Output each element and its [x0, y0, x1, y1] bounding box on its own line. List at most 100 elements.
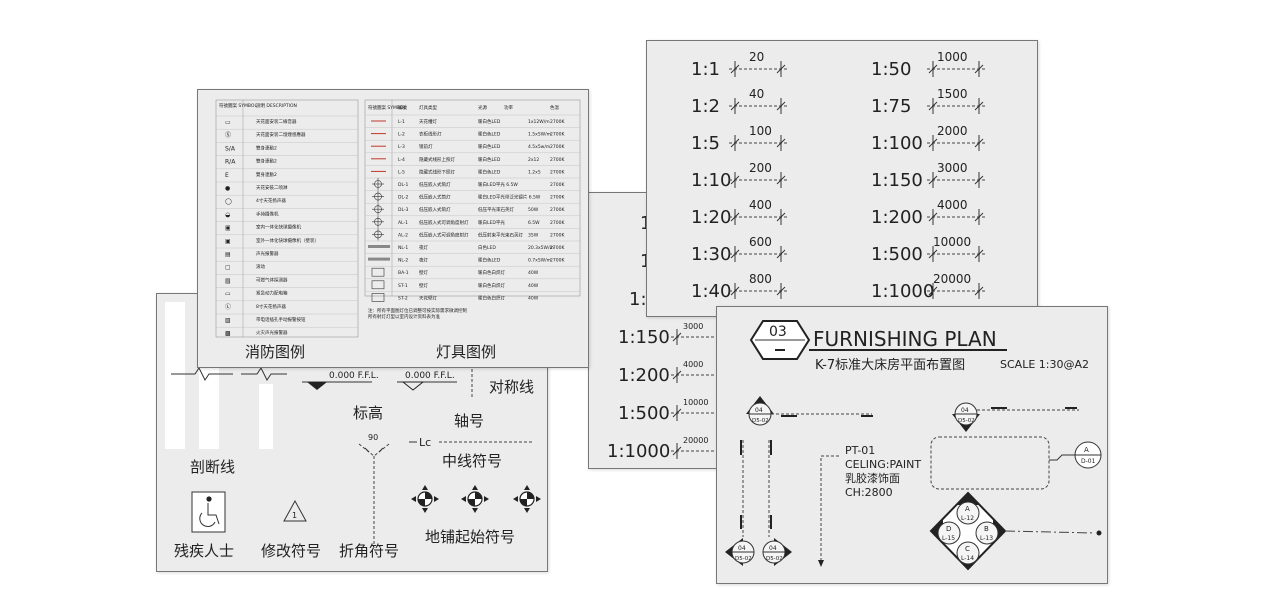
paving-start-symbols: [411, 485, 541, 513]
diamond-d: D: [946, 525, 951, 533]
symmetry-label: 对称线: [489, 378, 534, 396]
light-code: DL-2: [398, 195, 409, 201]
light-power: 40W: [528, 283, 539, 289]
fire-symbol-icon: ◯: [225, 198, 232, 205]
light-code: L-5: [398, 169, 405, 175]
fire-symbol-icon: ▨: [225, 277, 231, 284]
light-power: 4.5x5w/m: [528, 144, 550, 150]
scale-ratio: 1:150: [618, 327, 670, 348]
centerline-mark: Lc: [419, 436, 431, 449]
light-legend-title: 灯具图例: [436, 343, 496, 361]
scale-length: 20: [749, 50, 764, 64]
scale-length: 400: [749, 198, 772, 212]
scale-length: 40: [749, 87, 764, 101]
ceiling-leader: [820, 455, 839, 562]
light-type: 低压嵌入式筒灯: [419, 194, 451, 201]
fire-symbol-icon: ▩: [225, 330, 231, 337]
light-code: AL-2: [398, 232, 408, 238]
diamond-c-sub: L-14: [961, 555, 974, 562]
scale-length: 3000: [937, 161, 968, 175]
diamond-axis: [1004, 530, 1096, 534]
fire-header-symbol: 符號圖案 SYMBOL: [219, 102, 257, 109]
fire-desc: 声光报警器: [256, 250, 279, 257]
diamond-a: A: [965, 505, 970, 513]
fire-symbol-icon: ▣: [225, 238, 231, 245]
scale-ratio: 1:30: [691, 244, 731, 265]
callout-a-top: A: [1084, 446, 1089, 454]
ceiling-note-line: 乳胶漆饰面: [845, 471, 900, 485]
light-power: 40W: [528, 270, 539, 276]
fire-symbol-icon: E: [225, 172, 229, 179]
revision-triangle: [283, 499, 307, 522]
fire-desc: 可燃气体探测器: [256, 276, 288, 283]
light-header-cell: 功率: [504, 104, 513, 111]
light-note-2: 所有射灯灯型以室内设计资料表为准: [368, 313, 440, 320]
fire-symbol-icon: Ⓛ: [225, 303, 231, 311]
tag-bottom: D5-02: [766, 556, 783, 562]
light-type: 低压嵌入式可调角度射灯: [419, 231, 469, 238]
scale-length: 2000: [937, 124, 968, 138]
scale-ratio: 1:1000: [607, 441, 670, 462]
fire-symbol-icon: ◒: [225, 211, 230, 218]
light-code: L-1: [398, 119, 405, 125]
break-angle-label: 折角符号: [339, 542, 399, 560]
light-source: 暖白色LED: [478, 118, 501, 125]
drawing-number: 03: [769, 324, 787, 340]
ceiling-light-diamond: [929, 491, 1007, 571]
light-type: 低压嵌入式筒灯: [419, 181, 451, 188]
revision-mark: 1: [292, 511, 297, 520]
light-header-cell: 灯具类型: [419, 104, 437, 111]
diamond-c: C: [965, 545, 970, 553]
fire-symbol-icon: S/A: [225, 145, 236, 152]
fire-desc: 雙身連動2: [256, 144, 277, 151]
plan-scale: SCALE 1:30@A2: [1000, 358, 1089, 371]
plan-card: 03 FURNISHING PLAN K-7标准大床房平面布置图 SCALE 1…: [716, 306, 1108, 584]
fire-symbol-icon: Ⓢ: [225, 131, 231, 139]
scale-ratio: 1:2: [691, 96, 720, 117]
axis-label: 轴号: [454, 412, 484, 430]
scale-ratio: 1:1: [691, 59, 720, 80]
light-source: 暖白色白炽灯: [478, 269, 505, 276]
light-power: 1x12W/m: [528, 119, 550, 125]
fire-desc: 雙身連動2: [256, 171, 277, 178]
ceiling-zone: [930, 436, 1050, 490]
diamond-b: B: [984, 525, 989, 533]
revision-label: 修改符号: [261, 542, 321, 560]
light-temp: 2700K: [550, 169, 565, 175]
light-power: 50W: [528, 207, 539, 213]
scale-ratio: 1:20: [691, 207, 731, 228]
light-code: ST-1: [398, 283, 408, 289]
light-power: 35W: [528, 232, 539, 238]
light-temp: 2700K: [550, 220, 565, 226]
light-code: DL-1: [398, 182, 409, 188]
fire-desc: 室外一体化快球摄像机（壁装）: [256, 237, 319, 244]
tag-bottom: D5-02: [735, 556, 752, 562]
scale-ratio: 1:40: [691, 281, 731, 302]
tag-top: 04: [738, 545, 746, 552]
callout-leader: [1049, 454, 1075, 461]
scale-length: 10000: [683, 398, 708, 407]
light-source: 低压射束平光束石英灯: [478, 231, 523, 238]
elevation-value-2: 0.000 F.F.L.: [405, 371, 455, 381]
light-code: ST-2: [398, 295, 408, 301]
light-type: 镜前灯: [419, 143, 433, 150]
fire-desc: 天花面安装二燈煙感應器: [256, 131, 306, 138]
light-source: 暖白色LED: [478, 131, 501, 138]
fire-header-desc: 說明 DESCRIPTION: [256, 102, 297, 109]
scale-length: 20000: [683, 436, 708, 445]
light-temp: 2700K: [550, 144, 565, 150]
light-code: L-4: [398, 157, 405, 163]
scale-ratio: 1:500: [871, 244, 923, 265]
scale-ratio: 1:5: [691, 133, 720, 154]
fire-desc: 雙身連動2: [256, 158, 277, 165]
scale-length: 100: [749, 124, 772, 138]
scale-length: 20000: [933, 272, 971, 286]
fire-symbol-icon: ▣: [225, 225, 231, 232]
light-code: L-2: [398, 132, 405, 138]
light-temp: 2700K: [550, 132, 565, 138]
